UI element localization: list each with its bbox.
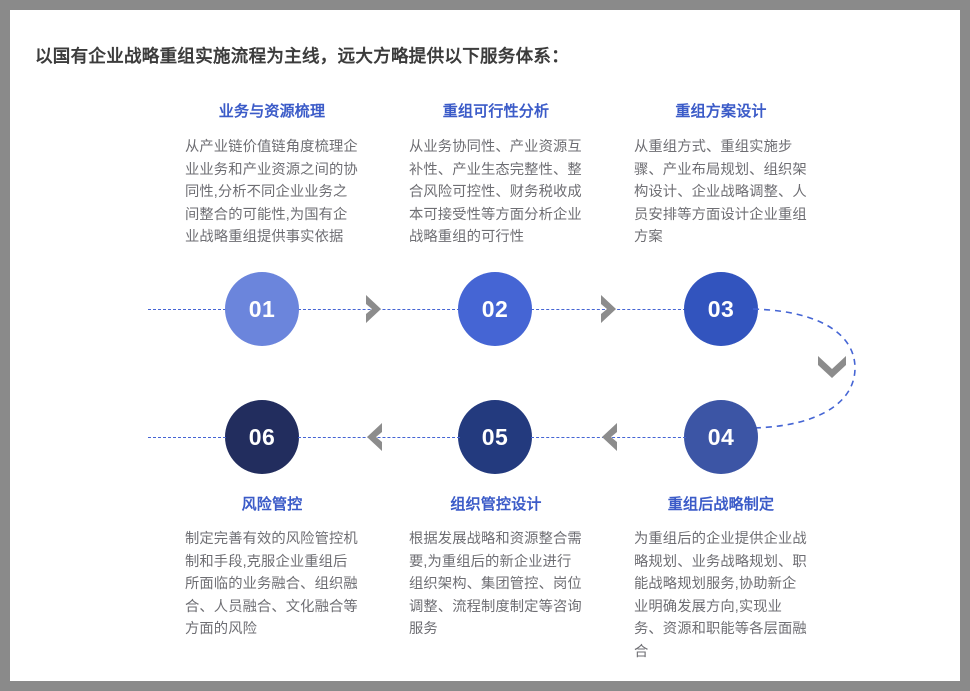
chevron-left-icon-05-06: [361, 420, 387, 454]
step-node-01[interactable]: 01: [225, 272, 299, 346]
chevron-down-icon-03-04: [815, 352, 849, 380]
connector-curve-03-04: [745, 278, 875, 458]
chevron-left-icon-04-05: [596, 420, 622, 454]
chevron-right-icon-02: [596, 292, 622, 326]
connector-line-05-06: [298, 437, 460, 438]
step-number-01: 01: [248, 295, 276, 322]
step-node-03[interactable]: 03: [684, 272, 758, 346]
step-body-02: 从业务协同性、产业资源互补性、产业生态完整性、整合风险可控性、财务税收成本可接受…: [409, 139, 582, 245]
step-node-06[interactable]: 06: [225, 400, 299, 474]
step-heading-01: 业务与资源梳理: [218, 103, 326, 120]
step-number-06: 06: [248, 423, 276, 450]
connector-line-start-01: [148, 309, 226, 310]
connector-line-end-06: [148, 437, 226, 438]
step-heading-02: 重组可行性分析: [442, 103, 550, 120]
step-number-05: 05: [481, 423, 509, 450]
step-body-06: 制定完善有效的风险管控机制和手段,克服企业重组后所面临的业务融合、组织融合、人员…: [185, 531, 358, 637]
step-number-04: 04: [707, 423, 735, 450]
step-body-01: 从产业链价值链角度梳理企业业务和产业资源之间的协同性,分析不同企业业务之间整合的…: [185, 139, 358, 245]
step-node-04[interactable]: 04: [684, 400, 758, 474]
step-body-05: 根据发展战略和资源整合需要,为重组后的新企业进行组织架构、集团管控、岗位调整、流…: [409, 531, 582, 637]
step-body-03: 从重组方式、重组实施步骤、产业布局规划、组织架构设计、企业战略调整、人员安排等方…: [634, 139, 807, 245]
step-body-04: 为重组后的企业提供企业战略规划、业务战略规划、职能战略规划服务,协助新企业明确发…: [634, 531, 807, 660]
chevron-right-icon-01: [361, 292, 387, 326]
diagram-page: 以国有企业战略重组实施流程为主线，远大方略提供以下服务体系： 业务与资源梳理 从…: [10, 10, 960, 681]
step-number-03: 03: [707, 295, 735, 322]
step-heading-04: 重组后战略制定: [667, 496, 775, 513]
step-node-05[interactable]: 05: [458, 400, 532, 474]
step-node-02[interactable]: 02: [458, 272, 532, 346]
step-heading-06: 风险管控: [241, 496, 303, 513]
step-number-02: 02: [481, 295, 509, 322]
page-title: 以国有企业战略重组实施流程为主线，远大方略提供以下服务体系：: [35, 46, 569, 66]
step-heading-03: 重组方案设计: [675, 103, 767, 120]
step-heading-05: 组织管控设计: [450, 496, 542, 513]
